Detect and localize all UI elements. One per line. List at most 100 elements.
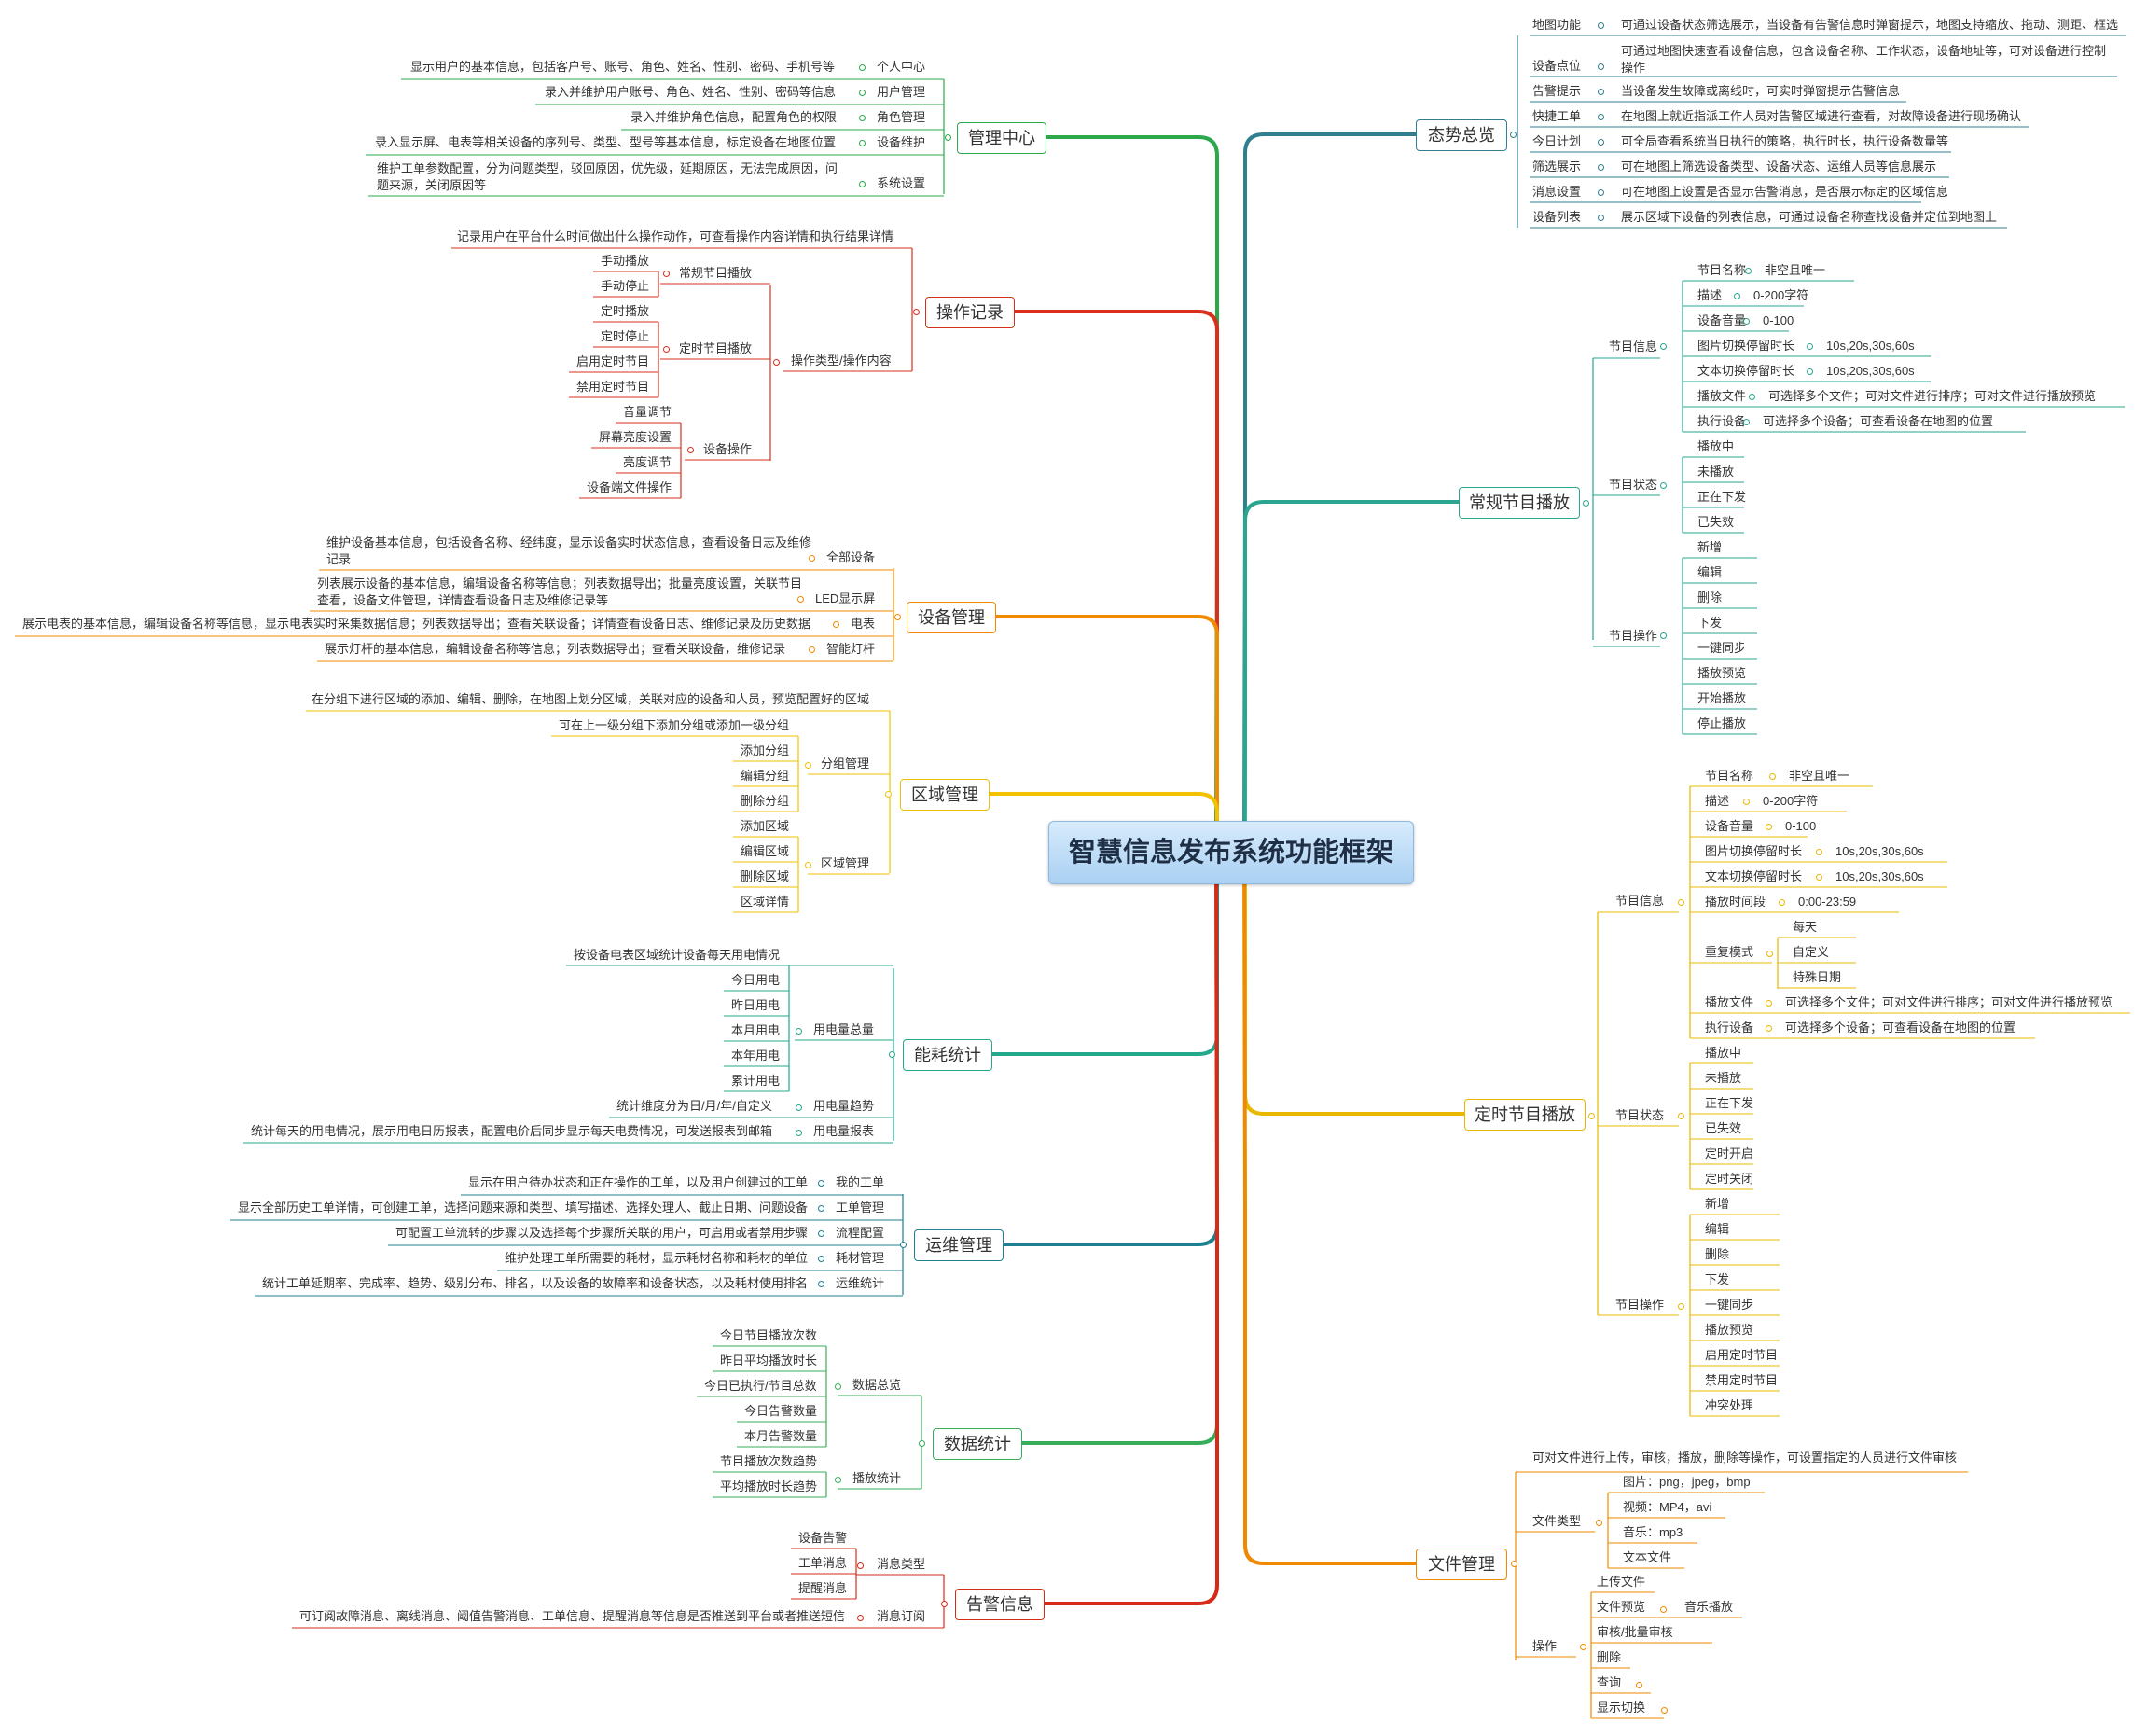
- collapse-toggle-icon[interactable]: [834, 1476, 841, 1483]
- collapse-toggle-icon[interactable]: [893, 613, 901, 620]
- collapse-toggle-icon[interactable]: [1768, 772, 1776, 780]
- collapse-toggle-icon[interactable]: [795, 1129, 802, 1136]
- collapse-toggle-icon[interactable]: [804, 861, 811, 868]
- collapse-toggle-icon[interactable]: [858, 63, 866, 71]
- collapse-toggle-icon[interactable]: [1766, 950, 1773, 957]
- collapse-toggle-icon[interactable]: [858, 89, 866, 96]
- collapse-toggle-icon[interactable]: [858, 180, 866, 187]
- collapse-toggle-icon[interactable]: [772, 358, 780, 366]
- collapse-toggle-icon[interactable]: [817, 1255, 824, 1262]
- branch-yunwei[interactable]: 运维管理: [914, 1229, 1004, 1261]
- collapse-toggle-icon[interactable]: [1806, 342, 1813, 350]
- collapse-toggle-icon[interactable]: [1597, 21, 1604, 29]
- branch-guanli[interactable]: 管理中心: [957, 122, 1046, 154]
- collapse-toggle-icon[interactable]: [1597, 214, 1604, 221]
- collapse-toggle-icon[interactable]: [817, 1204, 824, 1212]
- collapse-toggle-icon[interactable]: [817, 1280, 824, 1287]
- branch-gaojing[interactable]: 告警信息: [955, 1589, 1045, 1620]
- collapse-toggle-icon[interactable]: [795, 1027, 802, 1035]
- collapse-toggle-icon[interactable]: [1659, 481, 1667, 489]
- collapse-toggle-icon[interactable]: [1579, 1643, 1586, 1650]
- collapse-toggle-icon[interactable]: [804, 761, 811, 769]
- ops-item-name: 流程配置: [836, 1226, 885, 1240]
- branch-shuju[interactable]: 数据统计: [933, 1428, 1022, 1460]
- collapse-toggle-icon[interactable]: [1677, 898, 1684, 906]
- collapse-toggle-icon[interactable]: [1587, 1112, 1595, 1119]
- collapse-toggle-icon[interactable]: [858, 139, 866, 146]
- branch-wenjian[interactable]: 文件管理: [1416, 1549, 1507, 1580]
- collapse-toggle-icon[interactable]: [1744, 267, 1752, 274]
- alert-type: 设备告警: [798, 1531, 848, 1545]
- collapse-toggle-icon[interactable]: [1509, 131, 1517, 138]
- collapse-toggle-icon[interactable]: [1815, 848, 1822, 855]
- collapse-toggle-icon[interactable]: [1765, 823, 1772, 830]
- collapse-toggle-icon[interactable]: [884, 790, 892, 798]
- collapse-toggle-icon[interactable]: [1597, 163, 1604, 171]
- collapse-toggle-icon[interactable]: [856, 1614, 864, 1621]
- collapse-toggle-icon[interactable]: [1597, 188, 1604, 196]
- collapse-toggle-icon[interactable]: [662, 345, 670, 353]
- collapse-toggle-icon[interactable]: [795, 1104, 802, 1111]
- file-op[interactable]: 显示切换: [1597, 1701, 1646, 1715]
- collapse-toggle-icon[interactable]: [1597, 62, 1604, 70]
- file-op[interactable]: 删除: [1597, 1650, 1622, 1664]
- branch-taishi[interactable]: 态势总览: [1416, 119, 1507, 151]
- collapse-toggle-icon[interactable]: [1510, 1560, 1517, 1567]
- collapse-toggle-icon[interactable]: [808, 646, 815, 653]
- collapse-toggle-icon[interactable]: [1765, 1024, 1772, 1032]
- collapse-toggle-icon[interactable]: [1748, 393, 1755, 400]
- collapse-toggle-icon[interactable]: [1806, 368, 1813, 375]
- collapse-toggle-icon[interactable]: [1778, 898, 1785, 906]
- collapse-toggle-icon[interactable]: [1595, 1519, 1602, 1526]
- collapse-toggle-icon[interactable]: [817, 1229, 824, 1237]
- file-op[interactable]: 查询: [1597, 1675, 1622, 1689]
- sub-label: 操作类型/操作内容: [791, 354, 892, 368]
- collapse-toggle-icon[interactable]: [1765, 999, 1772, 1007]
- sub-label: 文件类型: [1532, 1514, 1582, 1528]
- branch-nenghao[interactable]: 能耗统计: [903, 1039, 992, 1071]
- collapse-toggle-icon[interactable]: [1659, 632, 1667, 639]
- branch-quyu[interactable]: 区域管理: [900, 779, 990, 811]
- file-op[interactable]: 文件预览: [1597, 1600, 1646, 1614]
- branch-changgui[interactable]: 常规节目播放: [1459, 487, 1580, 519]
- collapse-toggle-icon[interactable]: [1677, 1112, 1684, 1119]
- ops-item: 禁用定时节目: [1705, 1373, 1779, 1387]
- collapse-toggle-icon[interactable]: [858, 114, 866, 121]
- collapse-toggle-icon[interactable]: [1635, 1681, 1642, 1688]
- collapse-toggle-icon[interactable]: [856, 1562, 864, 1569]
- collapse-toggle-icon[interactable]: [1597, 113, 1604, 120]
- collapse-toggle-icon[interactable]: [944, 133, 951, 141]
- collapse-toggle-icon[interactable]: [832, 620, 839, 628]
- ops-item-name: 工单管理: [836, 1201, 885, 1215]
- collapse-toggle-icon[interactable]: [1677, 1302, 1684, 1310]
- info-name: 设备音量: [1697, 313, 1747, 327]
- collapse-toggle-icon[interactable]: [834, 1382, 841, 1390]
- collapse-toggle-icon[interactable]: [899, 1241, 907, 1248]
- collapse-toggle-icon[interactable]: [888, 1050, 895, 1058]
- collapse-toggle-icon[interactable]: [1742, 798, 1750, 805]
- collapse-toggle-icon[interactable]: [1660, 1706, 1668, 1714]
- overview-item: 今日告警数量: [744, 1404, 818, 1418]
- collapse-toggle-icon[interactable]: [817, 1179, 824, 1187]
- collapse-toggle-icon[interactable]: [1733, 292, 1740, 299]
- branch-caozuo[interactable]: 操作记录: [925, 297, 1015, 328]
- collapse-toggle-icon[interactable]: [918, 1439, 925, 1447]
- collapse-toggle-icon[interactable]: [912, 308, 920, 315]
- collapse-toggle-icon[interactable]: [1597, 88, 1604, 95]
- file-op[interactable]: 上传文件: [1597, 1575, 1646, 1589]
- collapse-toggle-icon[interactable]: [1659, 342, 1667, 350]
- collapse-toggle-icon[interactable]: [1582, 499, 1589, 507]
- collapse-toggle-icon[interactable]: [1815, 873, 1822, 881]
- branch-shebei[interactable]: 设备管理: [907, 602, 996, 633]
- collapse-toggle-icon[interactable]: [1742, 418, 1750, 425]
- collapse-toggle-icon[interactable]: [686, 446, 694, 453]
- collapse-toggle-icon[interactable]: [662, 270, 670, 277]
- collapse-toggle-icon[interactable]: [796, 595, 804, 603]
- collapse-toggle-icon[interactable]: [1597, 138, 1604, 146]
- branch-dingshi[interactable]: 定时节目播放: [1464, 1099, 1586, 1131]
- collapse-toggle-icon[interactable]: [1659, 1605, 1667, 1613]
- collapse-toggle-icon[interactable]: [1742, 317, 1750, 325]
- file-op[interactable]: 审核/批量审核: [1597, 1625, 1673, 1639]
- collapse-toggle-icon[interactable]: [940, 1600, 948, 1607]
- collapse-toggle-icon[interactable]: [808, 554, 815, 562]
